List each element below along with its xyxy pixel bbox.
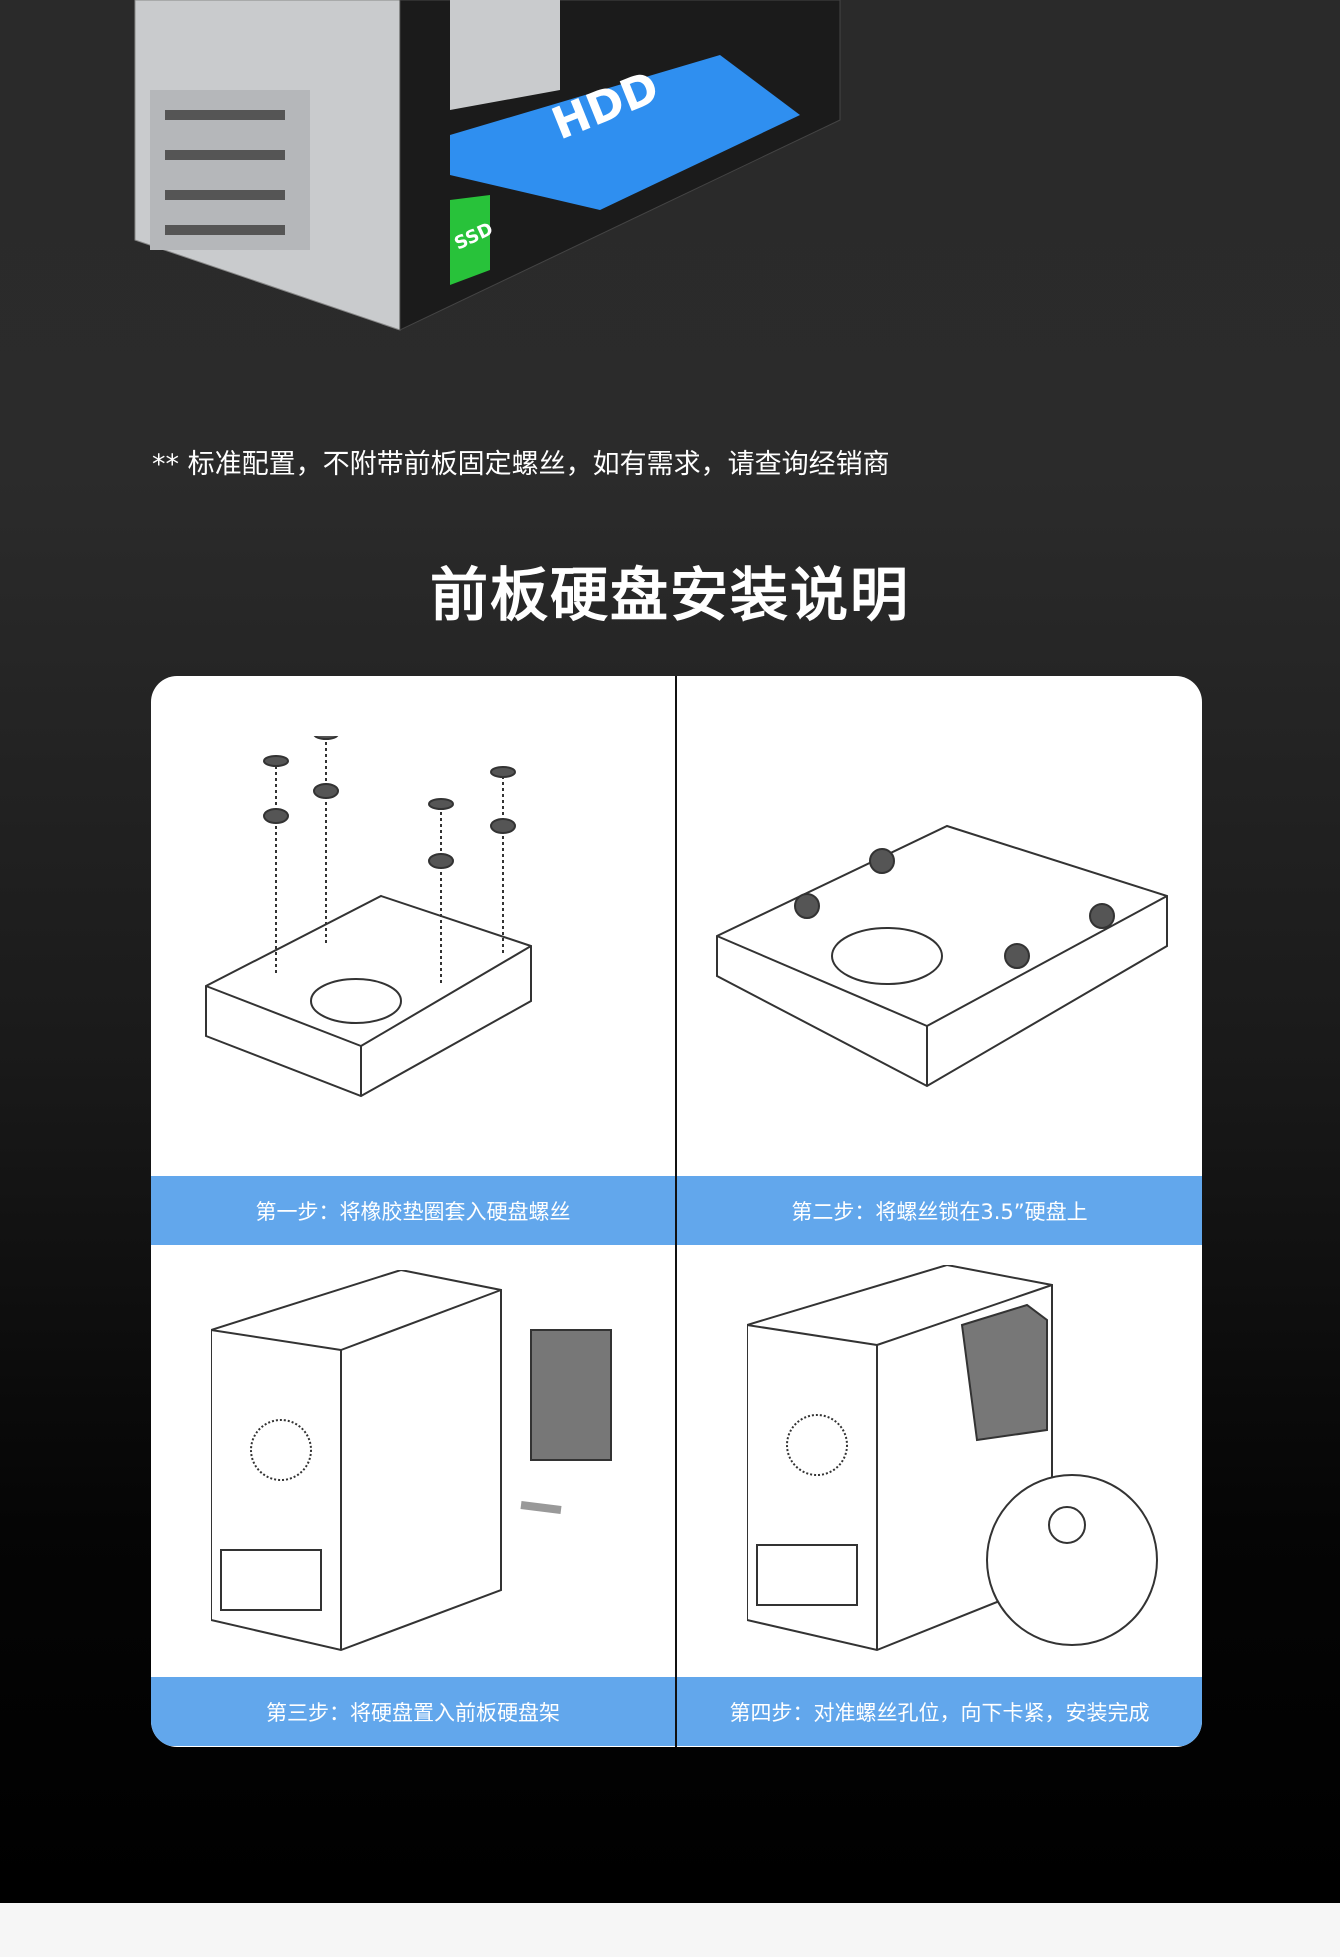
step-2-image <box>677 676 1202 1176</box>
step-4-image <box>677 1245 1202 1677</box>
case-hero-image: SSD HDD <box>134 0 841 331</box>
step-3-image <box>151 1245 676 1677</box>
page-title: 前板硬盘安装说明 <box>429 561 910 629</box>
step-1-image <box>151 676 676 1176</box>
standard-config-note: ** 标准配置，不附带前板固定螺丝，如有需求，请查询经销商 <box>152 449 890 480</box>
step-4-caption: 第四步：对准螺丝孔位，向下卡紧，安装完成 <box>677 1677 1202 1746</box>
step-2-caption: 第二步：将螺丝锁在3.5”硬盘上 <box>677 1176 1202 1245</box>
step-3-caption: 第三步：将硬盘置入前板硬盘架 <box>151 1677 675 1746</box>
install-steps-card: 第一步：将橡胶垫圈套入硬盘螺丝 第二步：将螺丝锁在3.5”硬盘上 第三步：将硬盘… <box>151 676 1202 1747</box>
step-1-caption: 第一步：将橡胶垫圈套入硬盘螺丝 <box>151 1176 675 1245</box>
column-divider <box>675 676 677 1747</box>
bottom-strip <box>0 1903 1340 1957</box>
